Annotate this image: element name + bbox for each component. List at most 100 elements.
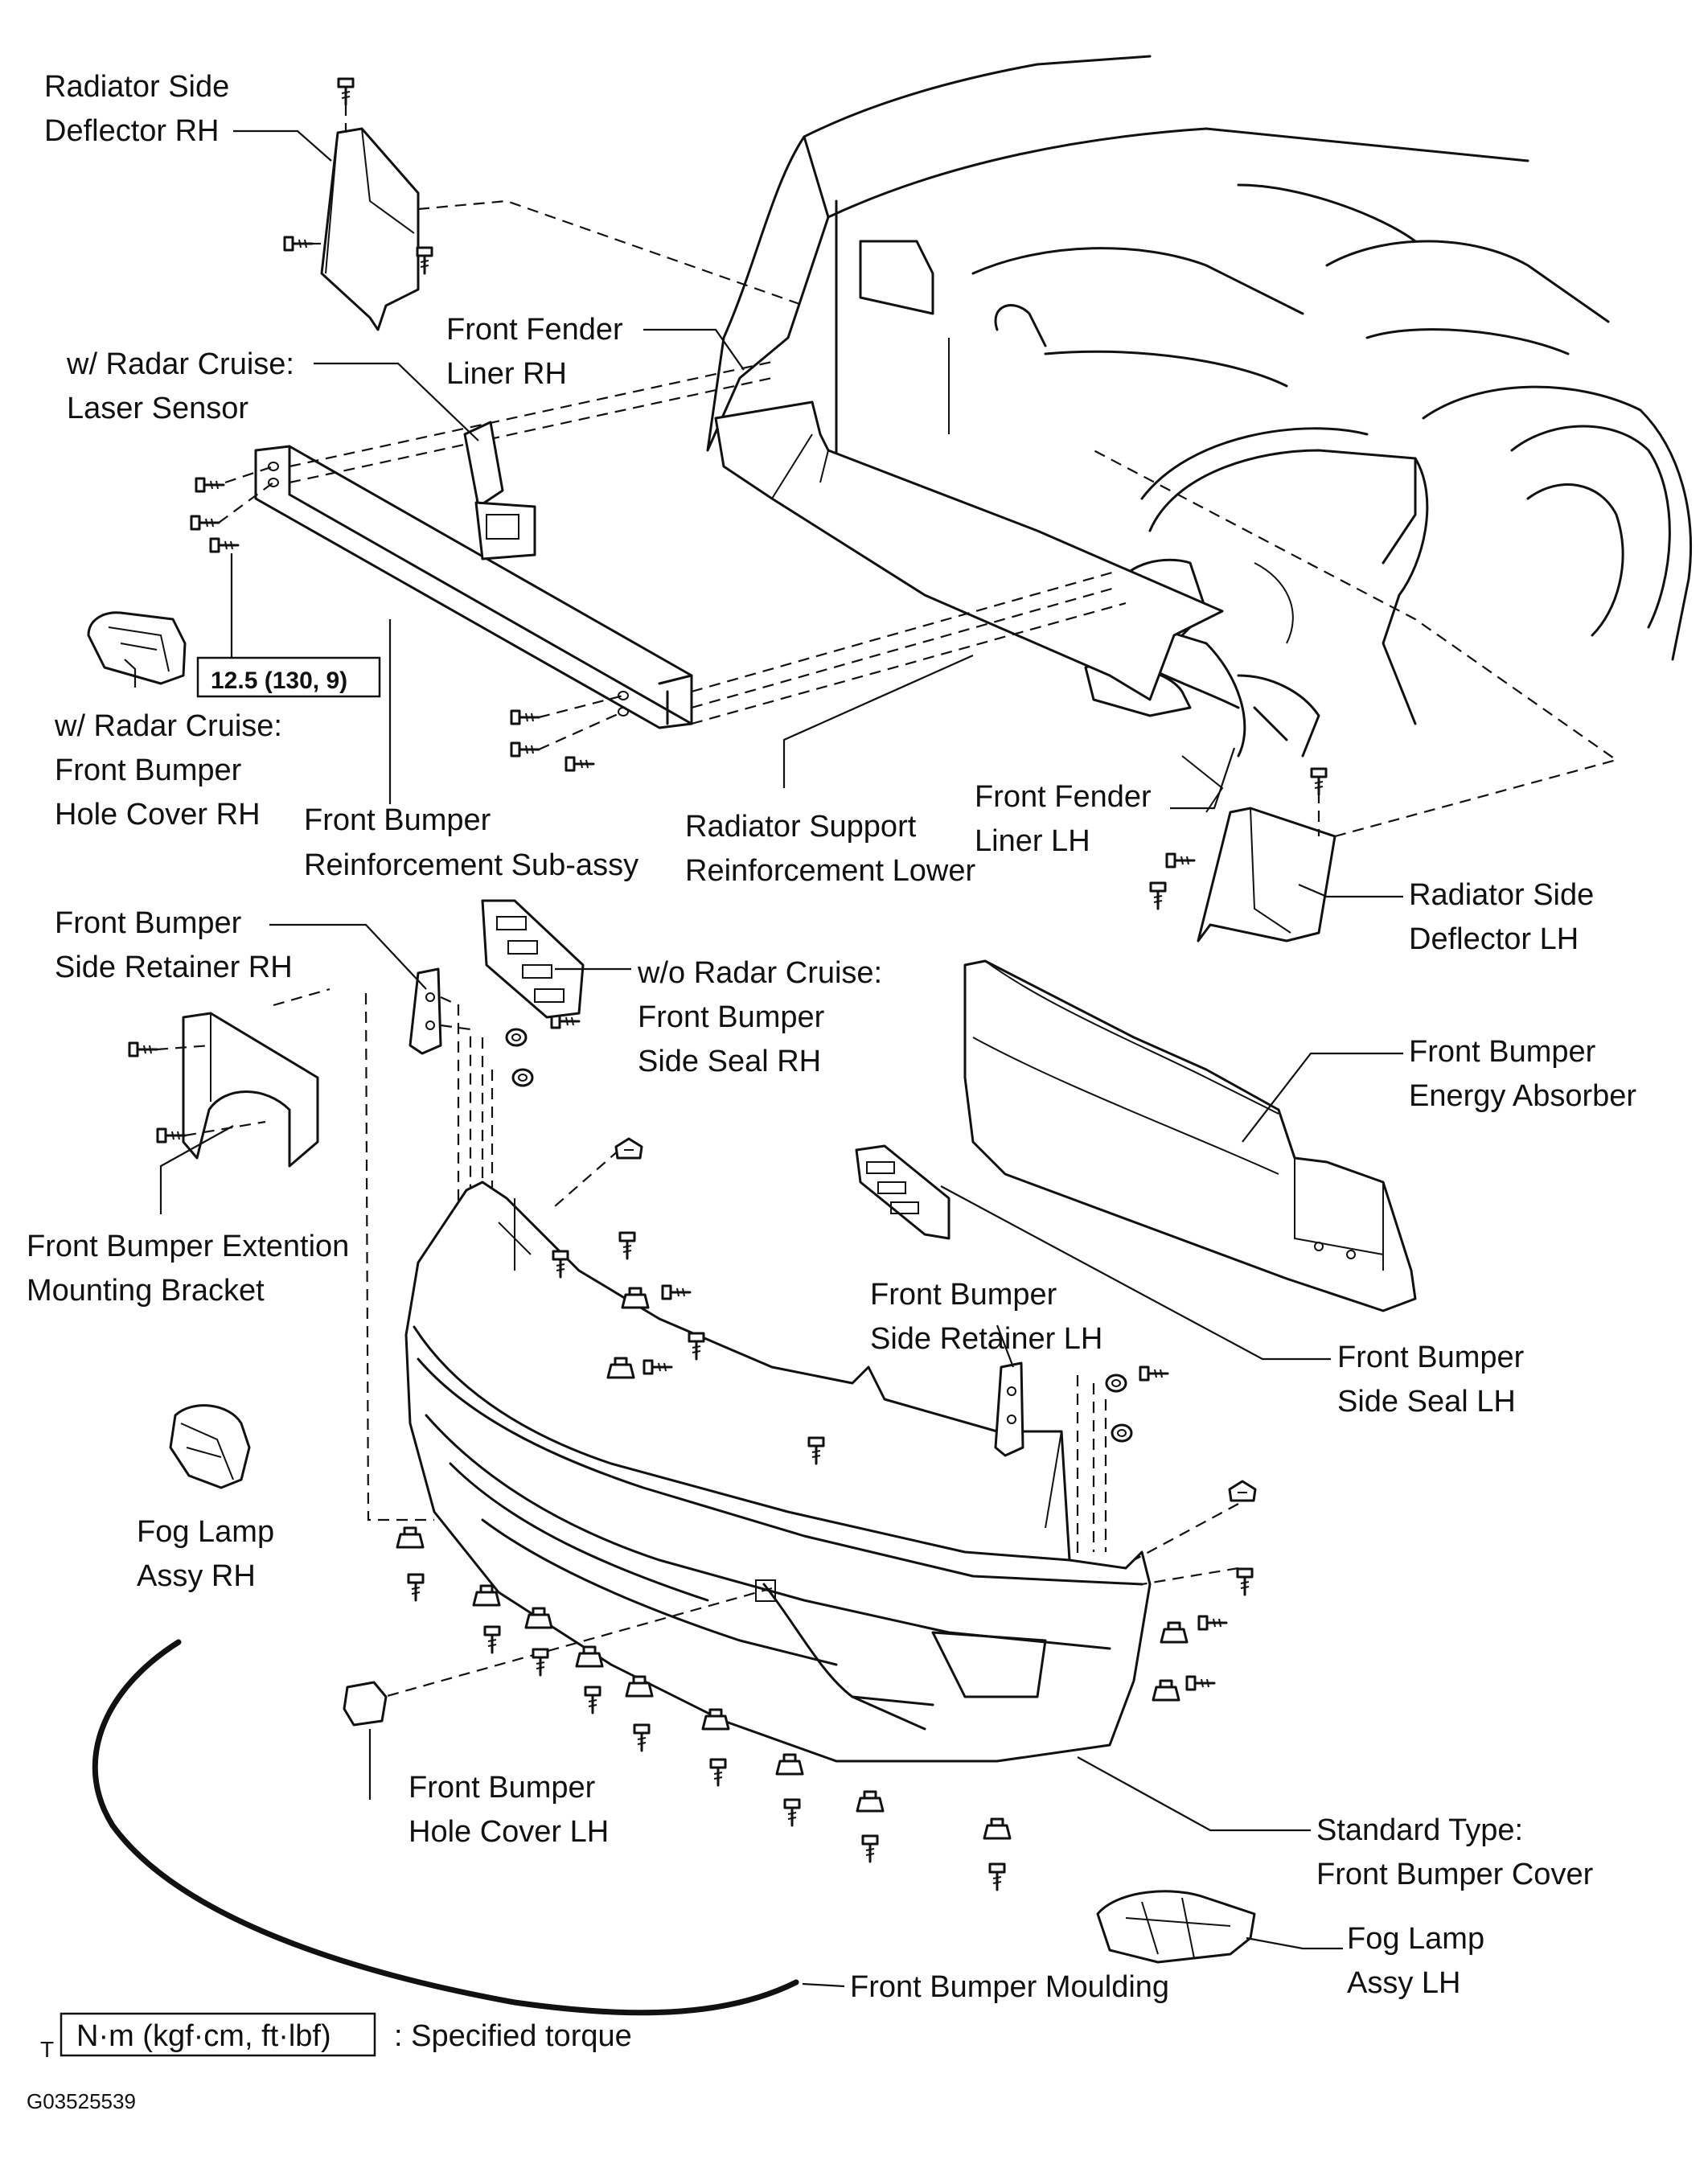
laser-sensor-part [463,421,536,561]
leader-lines [124,129,1403,1988]
label-front-fender-liner-rh: Front Fender Liner RH [446,313,623,391]
label-line: Front Fender [446,313,623,347]
label-side-seal-lh: Front Bumper Side Seal LH [1337,1341,1525,1419]
label-line: Side Retainer RH [55,951,293,984]
label-line: Side Seal LH [1337,1385,1516,1419]
bolt-icon [584,1686,601,1714]
label-line: Hole Cover RH [55,798,261,832]
bolt-icon [1197,1615,1228,1631]
label-line: Hole Cover LH [409,1815,609,1849]
nut-icon [983,1817,1012,1840]
bolt-icon [1185,1675,1216,1691]
label-line: Liner LH [975,824,1090,858]
bolt-icon [1139,1365,1169,1382]
radiator-side-deflector-lh-part [1197,807,1336,942]
label-line: Standard Type: [1316,1813,1523,1847]
bolt-icon [532,1648,549,1677]
bolt-icon [156,1127,187,1144]
label-front-fender-liner-lh: Front Fender Liner LH [975,780,1152,858]
label-line: Front Bumper [1337,1341,1525,1374]
label-line: Front Bumper [409,1771,596,1805]
label-line: Front Bumper Cover [1316,1858,1594,1891]
label-line: w/ Radar Cruise: [66,347,294,381]
bumper-moulding-part [92,1639,799,2016]
label-line: Reinforcement Lower [685,854,976,888]
bolt-icon [128,1041,158,1057]
hole-cover-lh-part [343,1681,388,1727]
bolt-icon [988,1862,1006,1891]
label-line: Laser Sensor [67,392,248,425]
label-line: Front Bumper [304,803,491,837]
label-bumper-reinforcement: Front Bumper Reinforcement Sub-assy [304,803,638,882]
label-line: Front Bumper [870,1278,1057,1312]
label-line: Side Retainer LH [870,1322,1102,1356]
nut-icon [505,1028,528,1047]
label-line: Assy RH [137,1559,256,1593]
label-energy-absorber: Front Bumper Energy Absorber [1409,1035,1636,1113]
nut-icon [1105,1374,1127,1393]
fog-lamp-rh-part [169,1404,251,1489]
legend-text: : Specified torque [394,2019,632,2053]
nut-icon [775,1753,804,1776]
label-radiator-support-lower: Radiator Support Reinforcement Lower [685,810,976,888]
bolt-icon [283,236,314,252]
label-laser-sensor: w/ Radar Cruise: Laser Sensor [66,347,294,425]
bolt-icon [783,1798,801,1827]
label-line: Assy LH [1347,1966,1460,2000]
clip-icon [1228,1480,1257,1502]
torque-legend: T N·m (kgf·cm, ft·lbf) : Specified torqu… [40,2012,632,2062]
side-seal-rh-part [481,899,585,1019]
label-line: Front Bumper [638,1000,825,1034]
bolt-icon [709,1758,727,1787]
label-line: Deflector LH [1409,922,1579,956]
label-line: w/o Radar Cruise: [637,956,882,990]
side-seal-lh-part [855,1144,950,1240]
label-line: Front Bumper Moulding [850,1970,1169,2004]
torque-value: 12.5 (130, 9) [211,667,347,694]
bolt-icon [1310,767,1328,796]
torque-spec-box: 12.5 (130, 9) [196,553,381,698]
radiator-side-deflector-rh-part [320,127,420,331]
label-line: Front Fender [975,780,1152,814]
label-radiator-side-deflector-lh: Radiator Side Deflector LH [1409,878,1594,956]
label-line: Radiator Side [1409,878,1594,912]
label-side-retainer-lh: Front Bumper Side Retainer LH [870,1278,1102,1356]
label-line: Deflector RH [44,114,220,148]
bolt-icon [407,1573,425,1602]
nut-icon [1152,1679,1180,1702]
bolt-icon [1165,852,1196,869]
label-line: Liner RH [446,357,567,391]
label-line: Energy Absorber [1409,1079,1636,1113]
figure-code: G03525539 [27,2089,136,2113]
bolt-icon [337,77,355,106]
bolt-icon [618,1231,636,1260]
bolt-icon [661,1284,692,1300]
label-hole-cover-lh: Front Bumper Hole Cover LH [409,1771,609,1849]
label-line: Front Bumper [55,754,242,787]
bolt-icon [1149,881,1167,910]
label-hole-cover-rh: w/ Radar Cruise: Front Bumper Hole Cover… [54,709,282,832]
fog-lamp-lh-part [1096,1890,1256,1964]
nut-icon [1160,1621,1189,1644]
label-fog-lamp-lh: Fog Lamp Assy LH [1347,1922,1484,2000]
label-line: w/ Radar Cruise: [54,709,282,743]
label-fog-lamp-rh: Fog Lamp Assy RH [137,1515,274,1593]
nut-icon [621,1287,650,1309]
label-side-seal-rh: w/o Radar Cruise: Front Bumper Side Seal… [637,956,882,1078]
bumper-cover-part [404,1181,1152,1763]
bolt-icon [1236,1567,1254,1596]
label-line: Radiator Support [685,810,917,844]
label-line: Front Bumper [55,906,242,940]
legend-unit-box: N·m (kgf·cm, ft·lbf) [76,2019,331,2053]
nut-icon [856,1790,885,1813]
label-bumper-moulding: Front Bumper Moulding [850,1970,1169,2004]
label-extension-bracket: Front Bumper Extention Mounting Bracket [27,1230,349,1308]
nut-icon [1111,1423,1133,1443]
bolt-icon [861,1834,879,1863]
side-retainer-lh-part [994,1361,1024,1457]
label-line: Side Seal RH [638,1045,821,1078]
label-line: Radiator Side [44,70,229,104]
hole-cover-rh-part [87,611,187,685]
nut-icon [511,1068,534,1087]
